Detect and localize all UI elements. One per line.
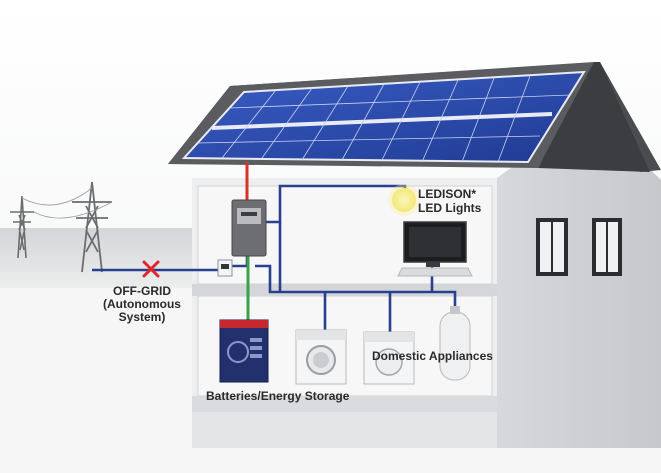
off-grid-label-line3: System) [118,310,166,324]
water-heater-icon [439,306,471,381]
power-pylon-icon [72,181,112,273]
house-side-wall [497,110,661,448]
off-grid-label-line1: OFF-GRID [113,284,171,298]
inverter-icon [231,199,267,257]
led-lights-label-line2: LED Lights [418,201,482,215]
battery-icon [219,319,269,383]
floor-slab [192,284,497,296]
light-bulb-icon [388,184,420,216]
washing-machine-icon [295,329,347,385]
dryer-icon [363,331,415,385]
off-grid-label: OFF-GRID (Autonomous System) [92,285,192,324]
tv-icon [397,221,473,277]
base-slab [192,396,497,412]
domestic-appliances-label: Domestic Appliances [372,349,493,363]
led-lights-label: LEDISON* LED Lights [418,187,481,215]
solar-panel-icon [181,70,586,164]
batteries-label: Batteries/Energy Storage [206,389,350,403]
side-window [536,218,568,276]
led-lights-label-line1: LEDISON* [418,187,477,201]
power-pylon-icon [10,195,34,259]
breaker-box [217,259,233,277]
side-window [592,218,622,276]
disconnect-x-icon [142,260,160,278]
off-grid-label-line2: (Autonomous [103,297,181,311]
